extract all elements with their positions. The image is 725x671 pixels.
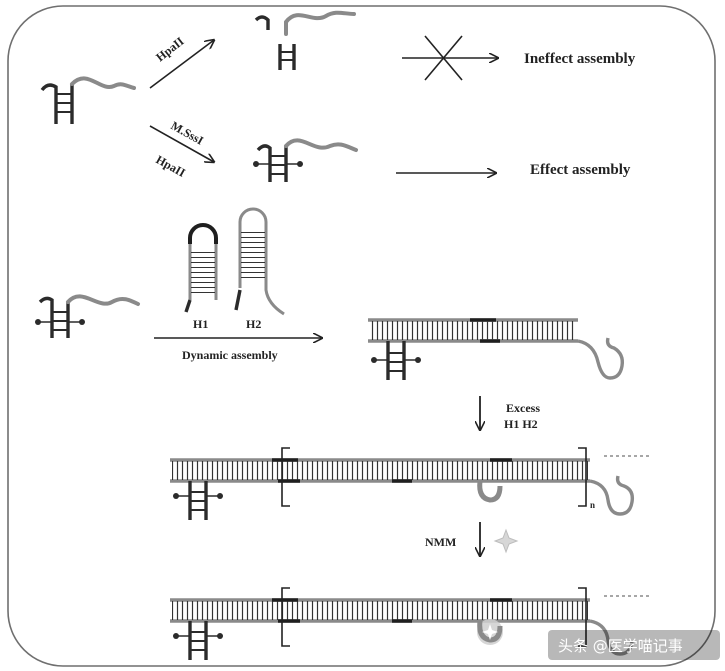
methylated-probe-2 — [35, 294, 140, 338]
arrow-mssi-hpaii — [149, 125, 214, 162]
watermark-text: 头条 @医学喵记事 — [558, 637, 683, 655]
label-h1: H1 — [193, 317, 208, 331]
assembly-product-2 — [170, 447, 650, 520]
label-ineffect: Ineffect assembly — [524, 51, 636, 67]
label-n-sub: n — [590, 500, 595, 510]
hairpin-probe-initial — [40, 76, 136, 124]
methylated-probe-1 — [253, 138, 358, 182]
label-nmm: NMM — [425, 535, 456, 549]
outer-frame — [7, 5, 716, 667]
cut-fragments — [254, 10, 356, 70]
label-h1h2: H1 H2 — [504, 417, 538, 431]
hairpin-h2 — [234, 207, 285, 316]
assembly-product-1 — [368, 318, 625, 380]
label-excess: Excess — [506, 401, 540, 415]
label-h2: H2 — [246, 317, 261, 331]
hairpin-h1 — [184, 223, 218, 313]
fluorescence-star-icon — [493, 528, 519, 554]
label-dynamic: Dynamic assembly — [182, 348, 278, 362]
arrow-hpaii — [149, 40, 214, 89]
label-effect: Effect assembly — [530, 162, 631, 178]
watermark: 头条 @医学喵记事 — [548, 630, 720, 660]
assembly-product-3 — [170, 587, 650, 660]
